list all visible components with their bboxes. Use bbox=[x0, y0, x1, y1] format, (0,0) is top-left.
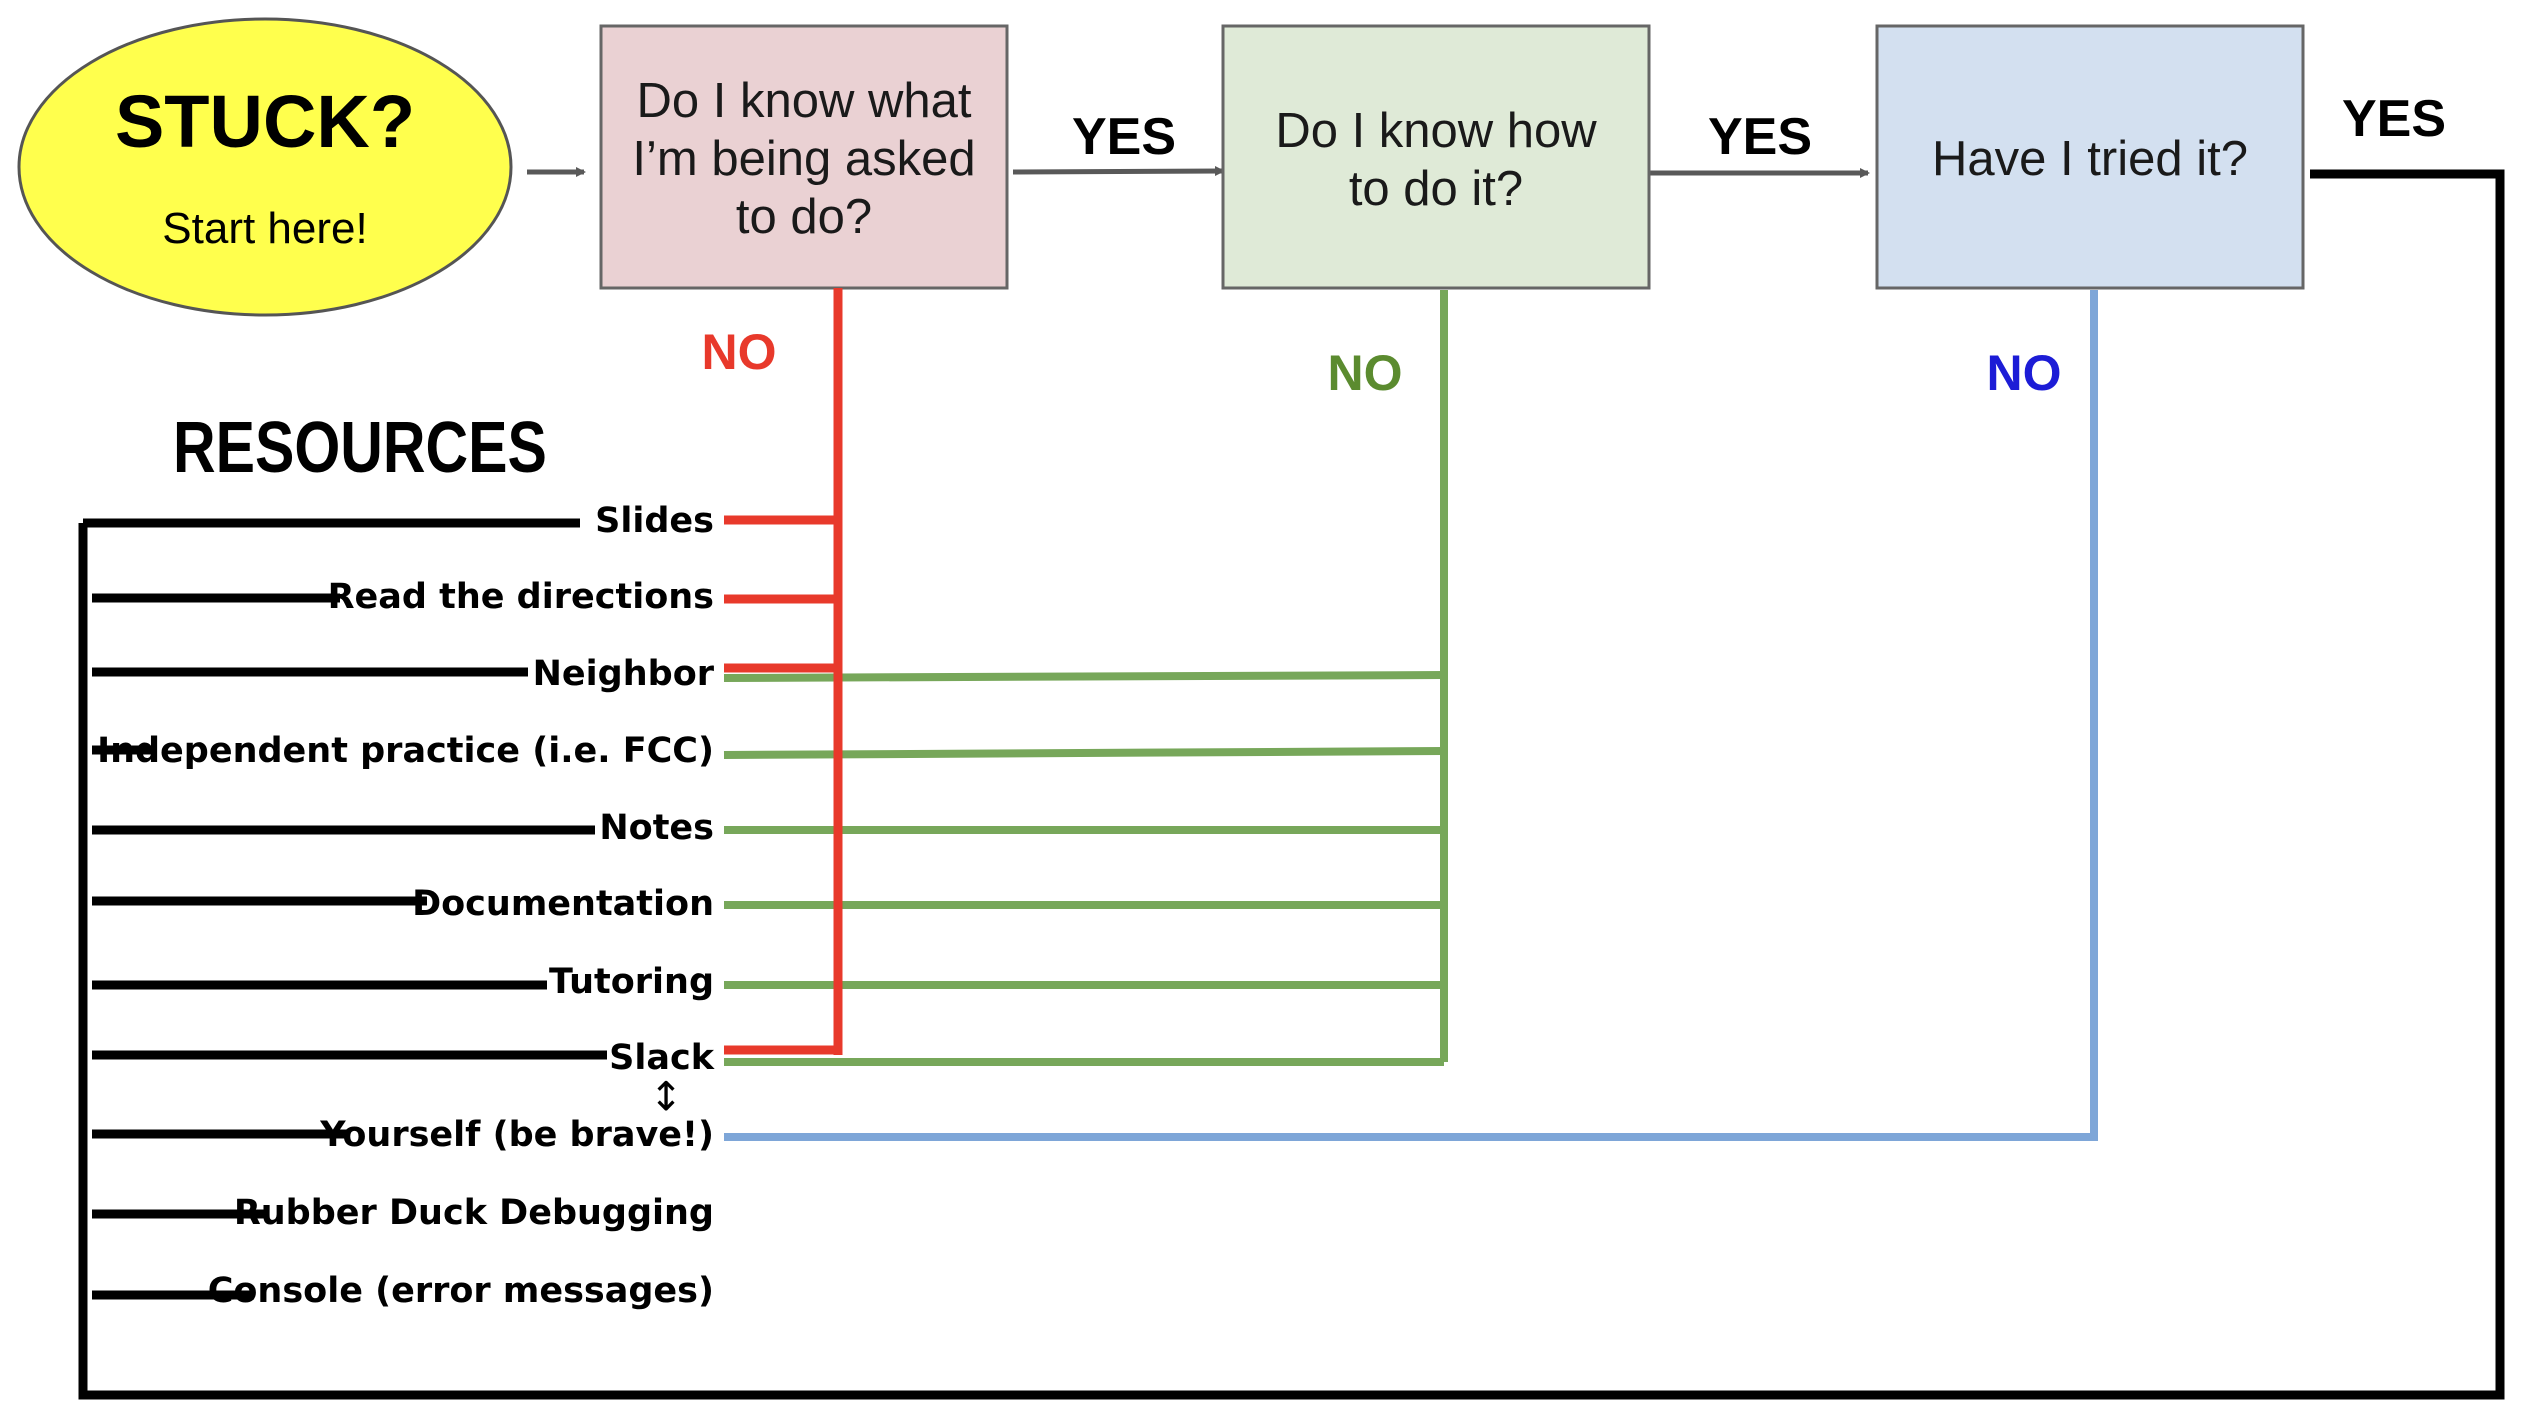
red-no-path bbox=[724, 288, 843, 1055]
no-label-2: NO bbox=[1328, 345, 1403, 401]
resource-list: Slides Read the directions Neighbor Inde… bbox=[97, 501, 715, 1311]
resource-label-tutoring: Tutoring bbox=[549, 962, 714, 1002]
yes-label-2: YES bbox=[1708, 108, 1812, 166]
blue-no-path bbox=[724, 290, 2098, 1141]
question-2-line-1: Do I know how bbox=[1275, 104, 1597, 158]
question-1-line-2: I’m being asked bbox=[632, 132, 975, 186]
start-title: STUCK? bbox=[115, 80, 415, 163]
resource-label-console: Console (error messages) bbox=[208, 1271, 714, 1311]
yes-loop-path bbox=[78, 169, 2505, 1400]
green-branch-neighbor bbox=[723, 671, 1445, 682]
resource-label-documentation: Documentation bbox=[412, 884, 714, 924]
resources-title: RESOURCES bbox=[173, 406, 547, 487]
no-label-1: NO bbox=[702, 324, 777, 380]
question-box-3-rect bbox=[1875, 24, 2305, 290]
question-2-line-2: to do it? bbox=[1349, 162, 1523, 216]
question-3-line-1: Have I tried it? bbox=[1932, 132, 2248, 186]
resource-label-slack: Slack bbox=[609, 1038, 715, 1078]
yes-label-3: YES bbox=[2342, 90, 2446, 148]
up-down-arrow-icon: ↕ bbox=[649, 1074, 683, 1120]
no-label-3: NO bbox=[1987, 345, 2062, 401]
blue-trunk bbox=[724, 290, 2098, 1141]
arrow-q1-to-q2 bbox=[1012, 166, 1225, 177]
start-subtitle: Start here! bbox=[162, 204, 367, 253]
start-node: STUCK? Start here! bbox=[17, 17, 513, 317]
start-ellipse bbox=[17, 17, 513, 317]
resource-label-notes: Notes bbox=[599, 808, 714, 848]
yes-label-1: YES bbox=[1072, 108, 1176, 166]
resource-label-yourself: Yourself (be brave!) bbox=[319, 1115, 714, 1155]
green-branch-independent-practice bbox=[723, 747, 1445, 759]
question-box-1: Do I know what I’m being asked to do? bbox=[599, 24, 1009, 290]
resource-label-independent-practice: Independent practice (i.e. FCC) bbox=[97, 731, 714, 771]
resource-label-read-the-directions: Read the directions bbox=[328, 577, 714, 617]
question-box-2: Do I know how to do it? bbox=[1221, 24, 1651, 290]
green-no-path bbox=[723, 290, 1448, 1066]
question-box-1-rect bbox=[599, 24, 1009, 290]
question-box-3: Have I tried it? bbox=[1875, 24, 2305, 290]
resource-label-neighbor: Neighbor bbox=[533, 654, 715, 694]
resource-label-rubber-duck: Rubber Duck Debugging bbox=[234, 1193, 714, 1233]
question-1-line-1: Do I know what bbox=[637, 74, 972, 128]
resource-stubs bbox=[83, 518, 607, 1300]
resource-label-slides: Slides bbox=[595, 501, 714, 541]
question-box-2-rect bbox=[1221, 24, 1651, 290]
question-1-line-3: to do? bbox=[736, 190, 872, 244]
